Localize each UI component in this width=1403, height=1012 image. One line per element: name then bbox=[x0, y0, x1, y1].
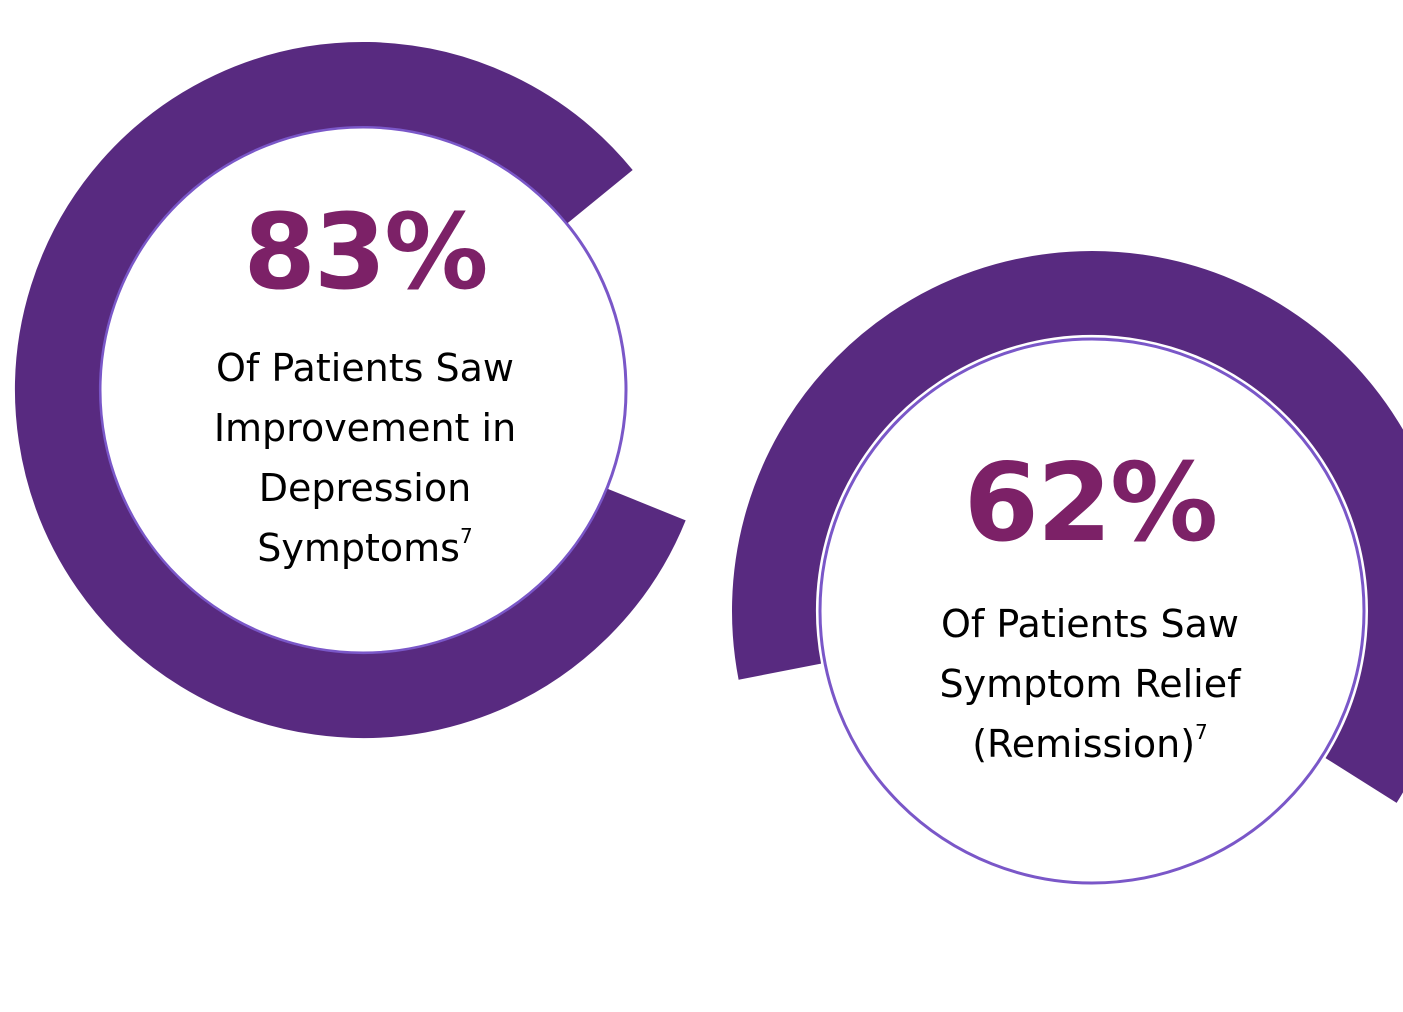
stat-1-inner-circle bbox=[98, 125, 628, 655]
stat-2-footnote-marker: 7 bbox=[1195, 720, 1208, 744]
stat-1-progress-arc bbox=[15, 42, 686, 738]
stat-1: 83% Of Patients Saw Improvement in Depre… bbox=[150, 200, 580, 578]
stat-1-value: 83% bbox=[243, 191, 489, 313]
stat-1-caption-line: Improvement in bbox=[213, 406, 517, 450]
stat-2-progress-arc bbox=[732, 251, 1403, 803]
stat-1-caption: Of Patients Saw Improvement in Depressio… bbox=[150, 338, 580, 578]
stat-2-caption-line: Of Patients Saw bbox=[940, 602, 1240, 646]
stat-2-caption: Of Patients Saw Symptom Relief (Remissio… bbox=[870, 594, 1310, 774]
stat-1-caption-line: Depression bbox=[258, 466, 472, 510]
stat-1-footnote-marker: 7 bbox=[459, 524, 473, 548]
stat-2-value: 62% bbox=[963, 441, 1219, 566]
stat-2: 62% Of Patients Saw Symptom Relief (Remi… bbox=[870, 450, 1310, 774]
stat-1-caption-line: Of Patients Saw bbox=[215, 346, 515, 390]
stat-2-caption-line: (Remission) bbox=[972, 722, 1196, 766]
stat-2-inner-circle bbox=[818, 337, 1366, 885]
stat-1-caption-line: Symptoms bbox=[257, 526, 460, 570]
stat-2-gauge bbox=[732, 251, 1403, 885]
stat-2-caption-line: Symptom Relief bbox=[939, 662, 1241, 706]
stat-1-gauge bbox=[15, 42, 686, 738]
